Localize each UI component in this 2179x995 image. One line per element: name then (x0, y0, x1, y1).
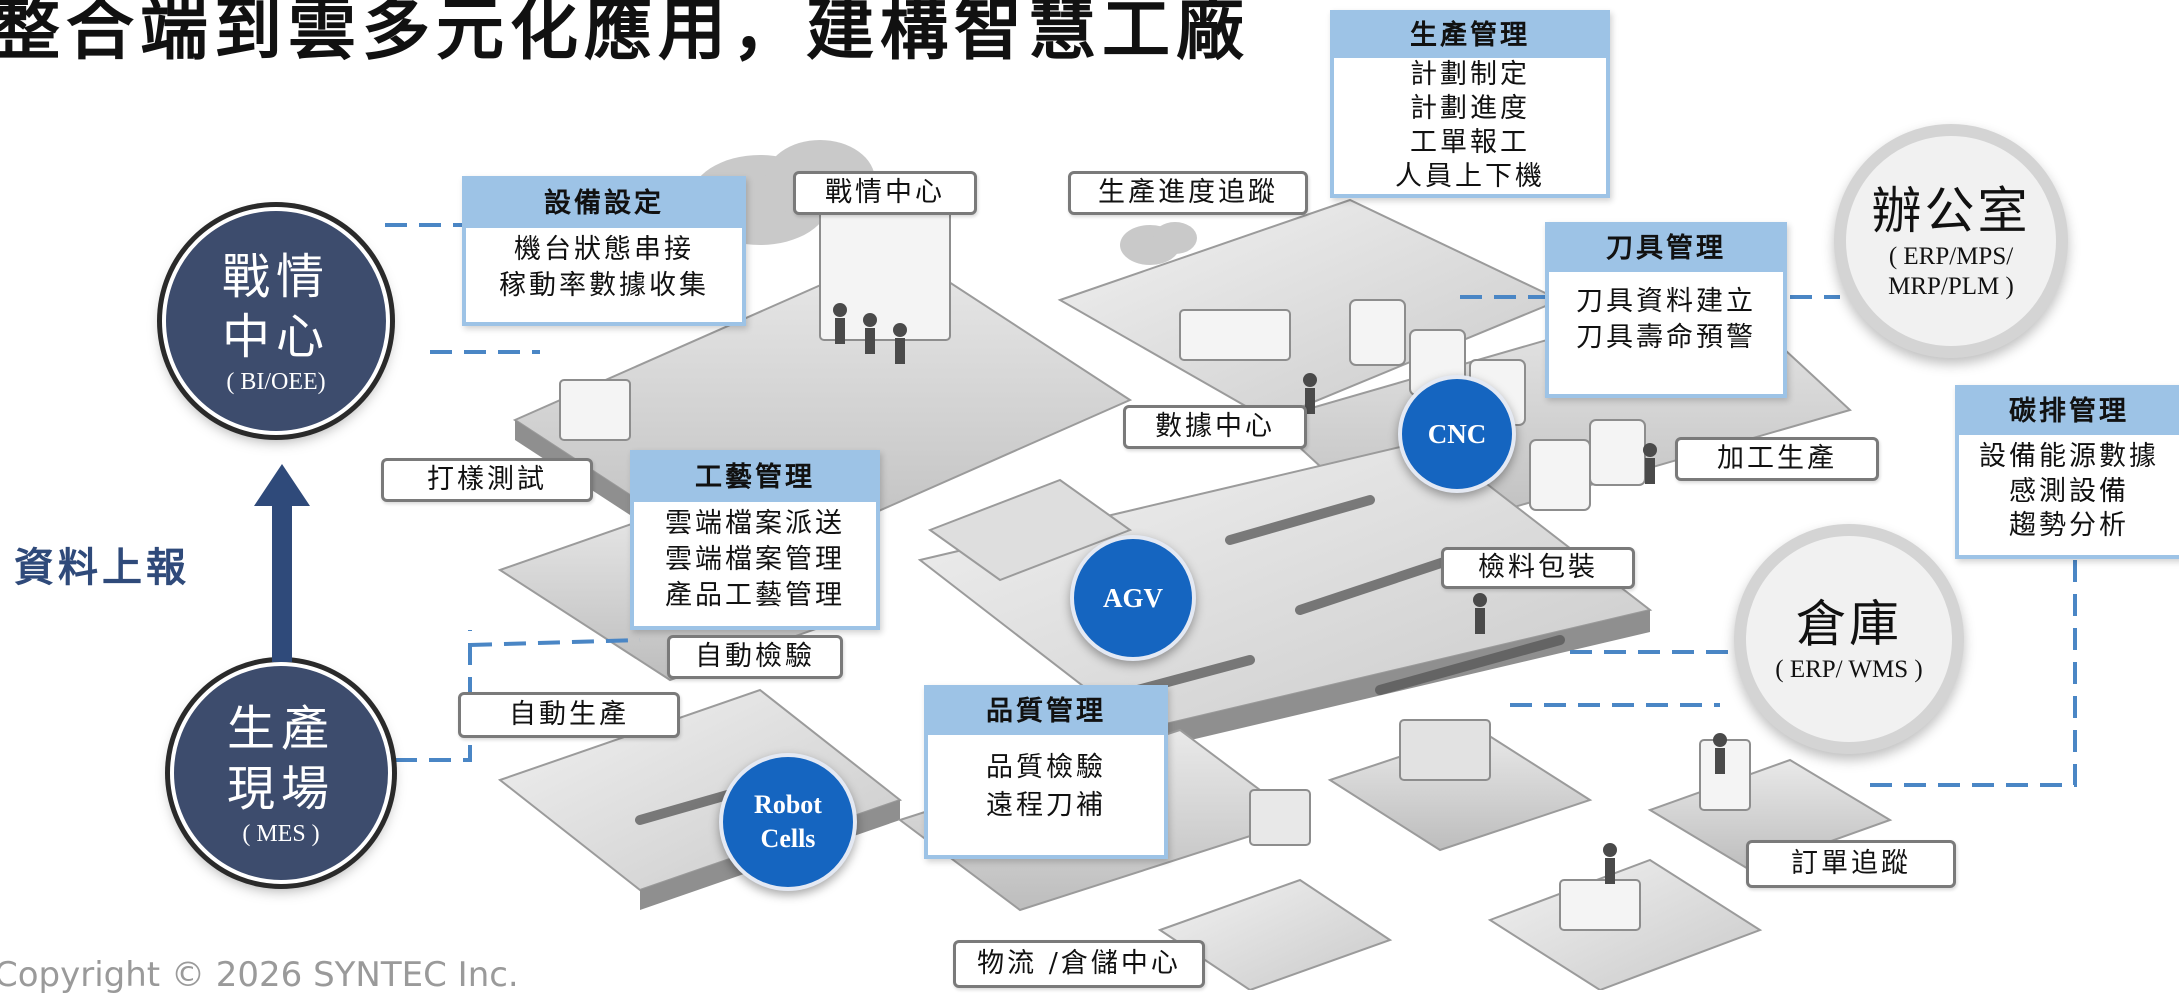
connector-lines (385, 223, 2077, 787)
process-mgmt-line: 產品工藝管理 (665, 580, 845, 611)
carbon-mgmt-title: 碳排管理 (1959, 389, 2179, 435)
agv-badge: AGV (1070, 535, 1196, 661)
equipment-setup-line: 機台狀態串接 (514, 234, 694, 265)
tool-mgmt-panel: 刀具管理 刀具資料建立 刀具壽命預警 (1545, 222, 1787, 398)
equipment-setup-line: 稼動率數據收集 (499, 270, 709, 301)
shop-floor-line2: 現場 (226, 760, 335, 817)
copyright-text: Copyright © 2026 SYNTEC Inc. (0, 955, 519, 995)
war-room-sub: ( BI/OEE) (226, 368, 326, 395)
warehouse-circle: 倉庫 ( ERP/ WMS ) (1734, 524, 1964, 754)
label-order-tracking: 訂單追蹤 (1746, 840, 1956, 888)
carbon-mgmt-panel: 碳排管理 設備能源數據 感測設備 趨勢分析 (1955, 385, 2179, 559)
carbon-mgmt-line: 趨勢分析 (2009, 510, 2129, 541)
production-mgmt-line: 計劃制定 (1410, 59, 1530, 90)
label-inspection-packing: 檢料包裝 (1441, 547, 1635, 589)
process-mgmt-panel: 工藝管理 雲端檔案派送 雲端檔案管理 產品工藝管理 (630, 450, 880, 630)
production-mgmt-line: 計劃進度 (1410, 93, 1530, 124)
label-auto-inspection: 自動檢驗 (667, 635, 843, 679)
production-mgmt-line: 工單報工 (1410, 127, 1530, 158)
war-room-line2: 中心 (221, 308, 330, 365)
arrow-up-icon (254, 464, 310, 662)
shop-floor-sub: ( MES ) (242, 820, 320, 847)
tool-mgmt-title: 刀具管理 (1549, 226, 1783, 272)
label-machining: 加工生產 (1675, 437, 1879, 481)
equipment-setup-title: 設備設定 (466, 180, 742, 228)
agv-label: AGV (1103, 582, 1163, 613)
quality-mgmt-title: 品質管理 (928, 689, 1164, 735)
label-war-center: 戰情中心 (793, 171, 977, 215)
shop-floor-line1: 生產 (226, 700, 335, 757)
production-mgmt-line: 人員上下機 (1395, 161, 1545, 192)
flow-label: 資料上報 (14, 544, 190, 591)
war-room-circle: 戰情 中心 ( BI/OEE) (162, 207, 390, 435)
production-mgmt-title: 生產管理 (1334, 14, 1606, 58)
process-mgmt-title: 工藝管理 (634, 454, 876, 502)
office-sub1: ( ERP/MPS/ (1888, 243, 2014, 270)
machine-icons (559, 189, 1751, 931)
quality-mgmt-line: 遠程刀補 (986, 790, 1106, 821)
quality-mgmt-line: 品質檢驗 (986, 752, 1106, 783)
robot-cells-badge: Robot Cells (719, 753, 857, 891)
office-title: 辦公室 (1871, 182, 2031, 240)
cnc-label: CNC (1427, 418, 1487, 449)
office-circle: 辦公室 ( ERP/MPS/ MRP/PLM ) (1834, 124, 2068, 358)
label-sample-test: 打樣測試 (381, 458, 593, 502)
robot-label-1: Robot (754, 790, 822, 819)
shop-floor-circle: 生產 現場 ( MES ) (170, 662, 392, 884)
war-room-line1: 戰情 (221, 248, 330, 305)
label-progress-tracking: 生產進度追蹤 (1068, 171, 1308, 215)
quality-mgmt-panel: 品質管理 品質檢驗 遠程刀補 (924, 685, 1168, 859)
cnc-badge: CNC (1398, 375, 1516, 493)
process-mgmt-line: 雲端檔案派送 (665, 508, 845, 539)
warehouse-title: 倉庫 (1796, 595, 1902, 653)
page-title: 整合端到雲多元化應用，建構智慧工廠 (0, 0, 1251, 70)
tool-mgmt-line: 刀具壽命預警 (1576, 322, 1756, 353)
production-mgmt-panel: 生產管理 計劃制定 計劃進度 工單報工 人員上下機 (1330, 10, 1610, 198)
tool-mgmt-line: 刀具資料建立 (1576, 286, 1756, 317)
label-data-center: 數據中心 (1123, 405, 1307, 449)
process-mgmt-line: 雲端檔案管理 (665, 544, 845, 575)
carbon-mgmt-line: 設備能源數據 (1979, 441, 2159, 472)
label-auto-production: 自動生產 (458, 692, 680, 738)
equipment-setup-panel: 設備設定 機台狀態串接 稼動率數據收集 (462, 176, 746, 326)
warehouse-sub: ( ERP/ WMS ) (1775, 656, 1923, 683)
label-logistics: 物流 /倉儲中心 (953, 940, 1205, 988)
office-sub2: MRP/PLM ) (1888, 273, 2014, 300)
carbon-mgmt-line: 感測設備 (2009, 476, 2129, 507)
robot-label-2: Cells (760, 824, 816, 853)
people-icons (833, 303, 1727, 884)
